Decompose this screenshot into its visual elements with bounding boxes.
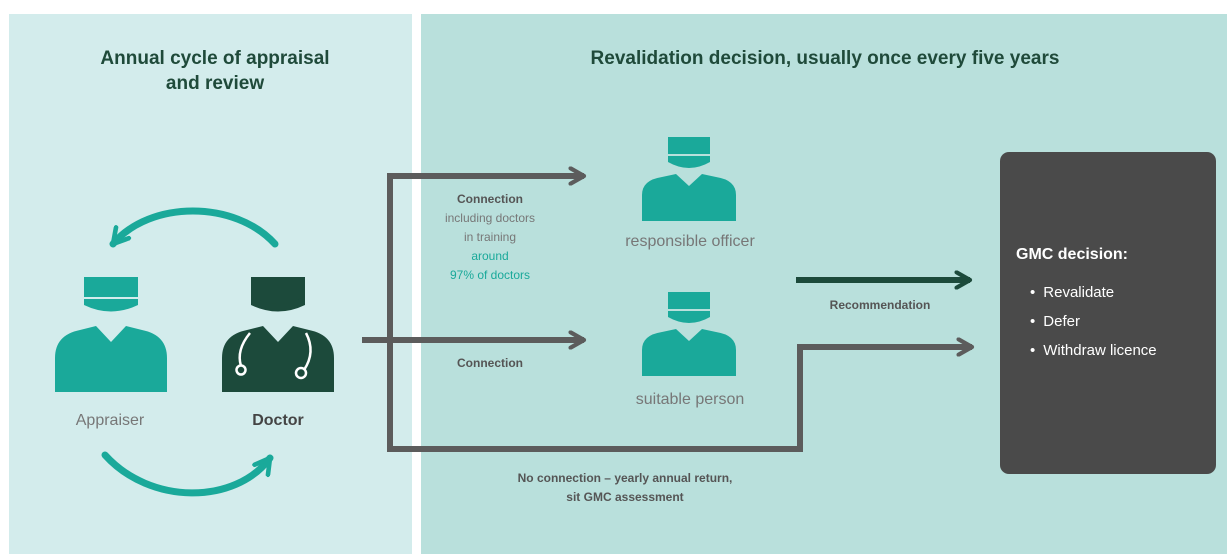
appraisal-heading-line-2: and review bbox=[165, 73, 265, 94]
appraisal-heading-line-1: Annual cycle of appraisal bbox=[100, 48, 330, 69]
no-connection-label: No connection – yearly annual return, si… bbox=[430, 469, 820, 507]
responsible-officer-icon bbox=[642, 137, 736, 221]
responsible-officer-label: responsible officer bbox=[625, 233, 755, 250]
no-connection-line-1: No connection – yearly annual return, bbox=[517, 471, 733, 485]
gmc-option-defer: Defer bbox=[1030, 307, 1157, 336]
connection-detail-line-1: including doctors bbox=[444, 211, 536, 225]
appraisal-heading: Annual cycle of appraisal and review bbox=[40, 46, 390, 96]
no-connection-arrow bbox=[387, 340, 972, 452]
gmc-option-revalidate: Revalidate bbox=[1030, 278, 1157, 307]
cycle-arrow-bottom bbox=[101, 451, 274, 497]
gmc-option-withdraw: Withdraw licence bbox=[1030, 336, 1156, 365]
suitable-person-label: suitable person bbox=[635, 391, 745, 408]
doctor-icon bbox=[222, 277, 334, 392]
connection-highlight-line-2: 97% of doctors bbox=[449, 268, 531, 282]
revalidation-heading: Revalidation decision, usually once ever… bbox=[590, 48, 1060, 69]
no-connection-line-2: sit GMC assessment bbox=[566, 490, 684, 504]
connection-detail-line-2: in training bbox=[463, 230, 517, 244]
cycle-arrow-top bbox=[109, 207, 279, 248]
recommendation-label: Recommendation bbox=[829, 298, 931, 312]
connection-note-top: Connection including doctors in training… bbox=[412, 190, 568, 285]
connection-highlight-line-1: around bbox=[471, 249, 509, 263]
appraiser-icon bbox=[55, 277, 167, 392]
gmc-decision-options: Revalidate Defer Withdraw licence bbox=[1030, 278, 1157, 365]
appraisal-panel bbox=[9, 14, 412, 554]
doctor-label: Doctor bbox=[252, 412, 304, 429]
suitable-person-icon bbox=[642, 292, 736, 376]
connection-label-middle: Connection bbox=[457, 356, 523, 370]
appraiser-label: Appraiser bbox=[75, 412, 145, 429]
gmc-decision-title: GMC decision: bbox=[1016, 246, 1129, 263]
connection-label-top: Connection bbox=[457, 192, 523, 206]
